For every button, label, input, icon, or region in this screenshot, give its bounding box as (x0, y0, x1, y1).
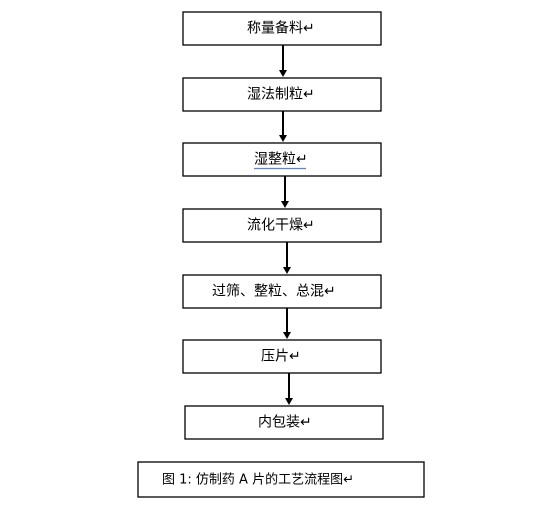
step-box (182, 142, 382, 177)
step-inner-packaging: 内包装↵ (184, 405, 384, 440)
step-sieve-size-mix: 过筛、整粒、总混↵ (182, 274, 382, 309)
step-label: 过筛、整粒、总混↵ (212, 284, 336, 300)
arrow-tableting-to-inner-packaging (285, 373, 293, 405)
step-label: 内包装↵ (258, 415, 312, 431)
arrow-wet-sizing-to-fluid-drying (281, 176, 289, 208)
arrow-head (285, 398, 293, 405)
caption-box (137, 461, 425, 498)
step-box (184, 405, 384, 440)
step-label: 流化干燥↵ (247, 218, 315, 234)
step-wet-granulation: 湿法制粒↵ (182, 77, 382, 112)
step-box (182, 11, 382, 46)
arrow-head (283, 267, 291, 274)
arrow-weigh-to-wet-granulation (279, 45, 287, 77)
step-wet-sizing: 湿整粒↵ (182, 142, 382, 177)
flow-arrows (279, 45, 293, 405)
flow-steps: 称量备料↵ 湿法制粒↵ 湿整粒↵ 流化干燥↵ 过筛、整粒、总混↵ 压片↵ 内包装↵ (182, 11, 384, 440)
step-label: 湿整粒↵ (254, 152, 308, 168)
step-box (182, 208, 382, 243)
arrow-head (283, 332, 291, 339)
arrow-head (279, 135, 287, 142)
step-label: 湿法制粒↵ (247, 87, 315, 103)
step-weigh: 称量备料↵ (182, 11, 382, 46)
figure-caption: 图 1: 仿制药 A 片的工艺流程图↵ (137, 461, 425, 498)
step-box (182, 339, 382, 374)
step-label: 称量备料↵ (247, 20, 315, 37)
arrow-head (279, 70, 287, 77)
step-box (182, 274, 382, 309)
arrow-fluid-drying-to-sieve-size-mix (283, 242, 291, 274)
arrow-sieve-size-mix-to-tableting (283, 308, 291, 339)
arrow-wet-granulation-to-wet-sizing (279, 111, 287, 142)
step-fluid-drying: 流化干燥↵ (182, 208, 382, 243)
step-label: 压片↵ (261, 349, 301, 365)
caption-text: 图 1: 仿制药 A 片的工艺流程图↵ (162, 472, 354, 488)
step-box (182, 77, 382, 112)
step-tableting: 压片↵ (182, 339, 382, 374)
arrow-head (281, 201, 289, 208)
